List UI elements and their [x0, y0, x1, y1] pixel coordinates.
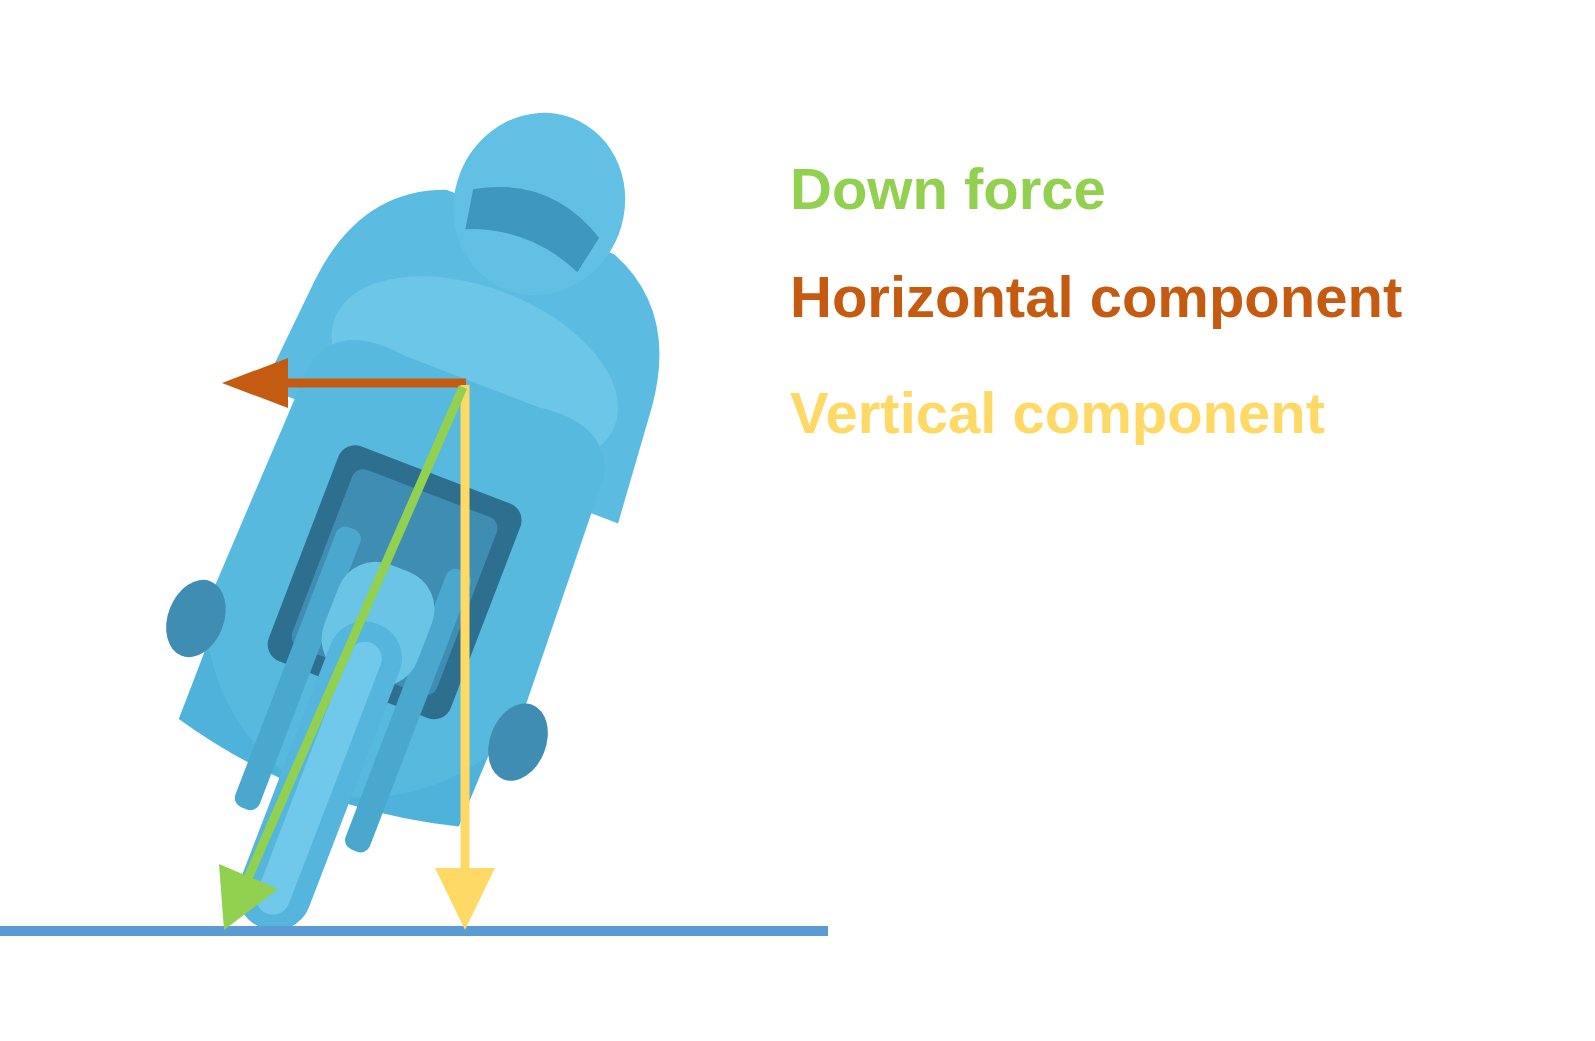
legend-text: Horizontal component	[790, 268, 1402, 326]
horizontal-arrow	[280, 379, 466, 388]
mirror	[478, 695, 559, 790]
arrowhead	[222, 358, 288, 408]
ground-line	[0, 926, 828, 936]
legend-text: Down force	[790, 160, 1106, 218]
mirror	[155, 571, 236, 666]
legend-text: Vertical component	[790, 384, 1325, 442]
down-force-arrow	[248, 387, 463, 878]
motorcycle-rider	[75, 46, 760, 999]
visor	[459, 171, 607, 275]
arrowhead	[435, 868, 495, 930]
tyre-tread	[251, 637, 387, 920]
arrowhead	[219, 864, 278, 930]
vertical-arrow	[461, 385, 470, 872]
